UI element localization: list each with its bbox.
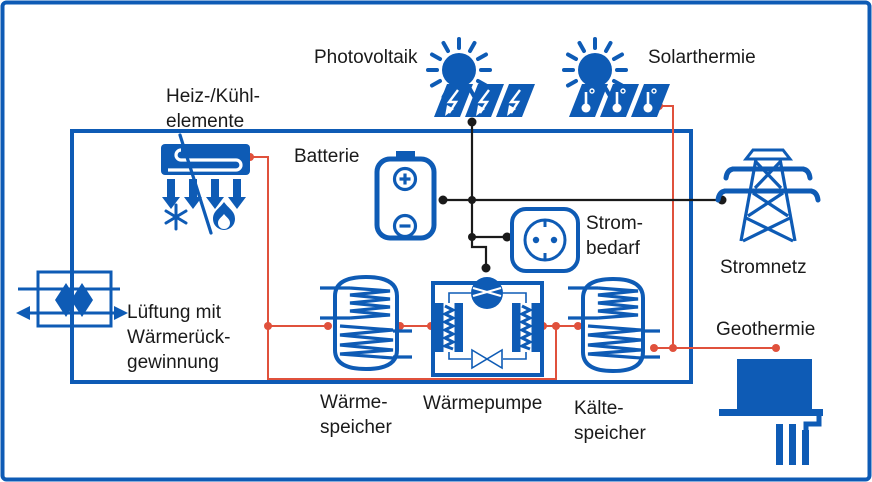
label-kaeltespeicher: Kälte- speicher <box>574 398 646 444</box>
geothermal-icon <box>719 359 823 465</box>
power-socket-icon <box>510 207 580 273</box>
arrow-right-icon <box>114 306 128 320</box>
battery-icon <box>374 151 437 241</box>
arrow-left-icon <box>16 306 30 320</box>
flame-icon <box>213 202 235 230</box>
heat-storage-tank-icon <box>320 274 412 372</box>
heat-exchanger-left <box>435 303 463 352</box>
label-batterie: Batterie <box>294 146 360 167</box>
snowflake-icon <box>164 203 188 231</box>
label-heiz-kuehl-elemente: Heiz-/Kühl- elemente <box>166 86 260 132</box>
heat-exchanger-right <box>512 303 540 352</box>
expansion-valve-icon <box>471 348 503 370</box>
diagonal-switch-line <box>178 133 213 235</box>
label-strombedarf: Strom- bedarf <box>586 213 643 259</box>
building-outline <box>70 129 693 384</box>
cold-storage-tank-icon <box>568 276 660 374</box>
heat-pump-icon <box>431 277 544 377</box>
label-waermepumpe: Wärmepumpe <box>423 393 543 414</box>
ventilation-heat-recovery-icon <box>16 270 128 328</box>
heating-cooling-elements-icon <box>161 133 250 235</box>
label-photovoltaik: Photovoltaik <box>314 47 418 68</box>
photovoltaic-icon <box>426 37 537 119</box>
label-solarthermie: Solarthermie <box>648 47 756 68</box>
label-geothermie: Geothermie <box>716 319 816 340</box>
label-waermespeicher: Wärme- speicher <box>320 392 392 438</box>
label-stromnetz: Stromnetz <box>720 257 807 278</box>
electric-circuit-lines <box>438 117 727 273</box>
transmission-tower-icon <box>715 148 821 243</box>
heat-circuit-lines <box>246 102 780 380</box>
label-lueftung: Lüftung mit Wärmerück- gewinnung <box>127 302 231 373</box>
